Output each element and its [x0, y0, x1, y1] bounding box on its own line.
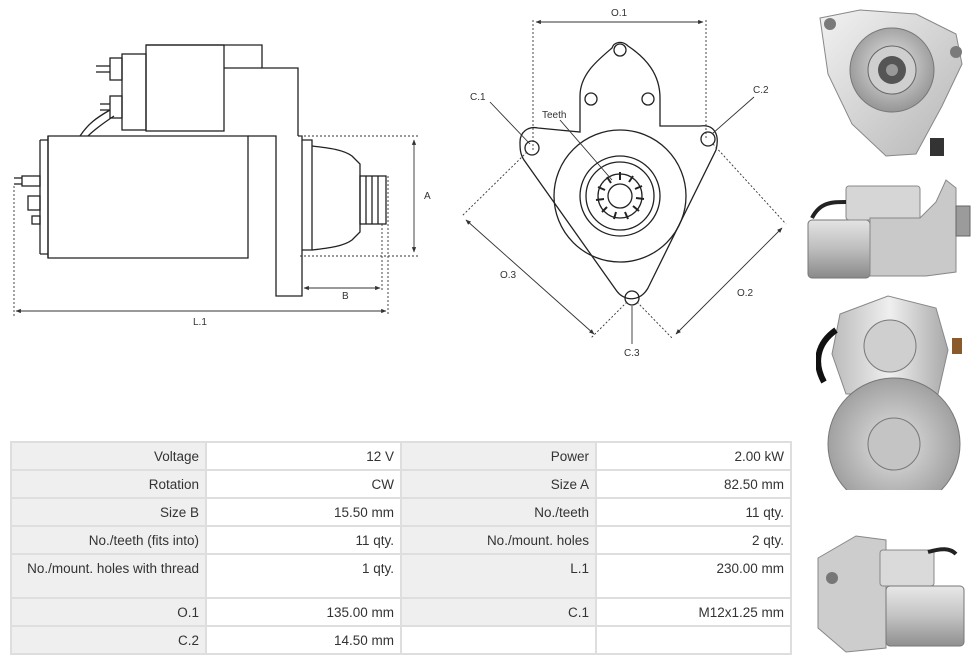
table-row: Size B 15.50 mm No./teeth 11 qty.: [10, 497, 792, 527]
table-row: Rotation CW Size A 82.50 mm: [10, 469, 792, 499]
table-row: O.1 135.00 mm C.1 M12x1.25 mm: [10, 597, 792, 627]
spec-empty-cell: [595, 625, 792, 655]
spec-label: C.2: [10, 625, 207, 655]
starter-rear-photo[interactable]: [816, 294, 976, 490]
dim-label-l1: L.1: [193, 317, 207, 328]
spec-label: Size B: [10, 497, 207, 527]
side-view: [14, 44, 387, 297]
table-row: C.2 14.50 mm: [10, 625, 792, 655]
dim-label-a: A: [424, 191, 431, 202]
dim-label-b: B: [342, 291, 349, 302]
spec-value: 12 V: [205, 441, 402, 471]
spec-label: Rotation: [10, 469, 207, 499]
pinion-teeth: [595, 172, 645, 220]
spec-value: CW: [205, 469, 402, 499]
starter-side-photo-2[interactable]: [816, 528, 972, 656]
spec-value: 230.00 mm: [595, 553, 792, 599]
spec-value: 14.50 mm: [205, 625, 402, 655]
spec-table-body: Voltage 12 V Power 2.00 kW Rotation CW S…: [10, 441, 792, 655]
dim-label-teeth: Teeth: [542, 110, 566, 121]
technical-drawing: A B L.1: [13, 8, 787, 359]
dim-label-o3: O.3: [500, 270, 517, 281]
spec-value: 2.00 kW: [595, 441, 792, 471]
product-photos: [800, 0, 976, 664]
spec-label: C.1: [400, 597, 597, 627]
dim-label-c2: C.2: [753, 85, 769, 96]
spec-label: No./teeth: [400, 497, 597, 527]
spec-label: No./mount. holes with thread: [10, 553, 207, 599]
spec-label: Voltage: [10, 441, 207, 471]
spec-value: M12x1.25 mm: [595, 597, 792, 627]
spec-value: 15.50 mm: [205, 497, 402, 527]
table-row: No./teeth (fits into) 11 qty. No./mount.…: [10, 525, 792, 555]
spec-value: 11 qty.: [595, 497, 792, 527]
spec-value: 2 qty.: [595, 525, 792, 555]
starter-front-photo[interactable]: [806, 4, 976, 168]
dim-label-o1: O.1: [611, 8, 628, 19]
spec-label: L.1: [400, 553, 597, 599]
spec-label: Power: [400, 441, 597, 471]
spec-label: No./mount. holes: [400, 525, 597, 555]
spec-table: Voltage 12 V Power 2.00 kW Rotation CW S…: [10, 441, 792, 655]
dim-label-c3: C.3: [624, 348, 640, 359]
front-view-dimensions: [461, 19, 787, 344]
dim-label-c1: C.1: [470, 92, 486, 103]
spec-label: No./teeth (fits into): [10, 525, 207, 555]
spec-value: 11 qty.: [205, 525, 402, 555]
table-row: Voltage 12 V Power 2.00 kW: [10, 441, 792, 471]
starter-side-photo[interactable]: [806, 172, 976, 282]
spec-value: 82.50 mm: [595, 469, 792, 499]
spec-label: Size A: [400, 469, 597, 499]
front-view: [519, 41, 718, 306]
spec-label: O.1: [10, 597, 207, 627]
side-view-dimensions: [13, 135, 418, 316]
table-row: No./mount. holes with thread 1 qty. L.1 …: [10, 553, 792, 599]
spec-value: 135.00 mm: [205, 597, 402, 627]
spec-value: 1 qty.: [205, 553, 402, 599]
spec-empty-cell: [400, 625, 597, 655]
dim-label-o2: O.2: [737, 288, 754, 299]
